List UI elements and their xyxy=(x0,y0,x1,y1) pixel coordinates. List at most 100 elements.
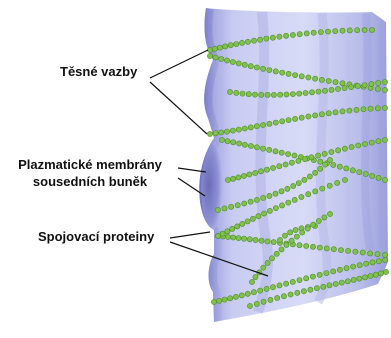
label-membranes-line2: sousedních buněk xyxy=(2,173,178,190)
protein-dot xyxy=(249,279,254,284)
protein-dot xyxy=(327,157,332,162)
protein-dot xyxy=(342,86,347,91)
protein-dot xyxy=(344,266,349,271)
protein-dot xyxy=(306,114,311,119)
protein-dot xyxy=(267,208,272,213)
protein-dot xyxy=(207,53,212,58)
protein-dot xyxy=(229,204,234,209)
protein-dot xyxy=(219,137,224,142)
protein-dot xyxy=(333,29,338,34)
protein-dot xyxy=(267,121,272,126)
protein-dot xyxy=(286,71,291,76)
protein-dot xyxy=(268,297,273,302)
protein-dot xyxy=(245,39,250,44)
protein-dot xyxy=(277,34,282,39)
protein-dot xyxy=(254,301,259,306)
protein-dot xyxy=(211,299,216,304)
protein-dot xyxy=(233,294,238,299)
protein-dot xyxy=(224,58,229,63)
protein-dot xyxy=(270,285,275,290)
protein-dot xyxy=(234,90,239,95)
protein-dot xyxy=(308,287,313,292)
protein-dot xyxy=(286,118,291,123)
protein-dot xyxy=(242,126,247,131)
protein-dot xyxy=(293,116,298,121)
protein-dot xyxy=(289,160,294,165)
protein-dot xyxy=(306,192,311,197)
protein-dot xyxy=(236,61,241,66)
protein-dot xyxy=(284,281,289,286)
protein-dot xyxy=(247,172,252,177)
protein-dot xyxy=(231,235,236,240)
protein-dot xyxy=(349,144,354,149)
protein-dot xyxy=(355,84,360,89)
protein-dot xyxy=(342,146,347,151)
protein-dot xyxy=(363,171,368,176)
protein-dot xyxy=(292,197,297,202)
protein-dot xyxy=(248,143,253,148)
protein-dot xyxy=(370,260,375,265)
protein-dot xyxy=(247,303,252,308)
protein-dot xyxy=(344,166,349,171)
protein-dot xyxy=(347,28,352,33)
protein-dot xyxy=(258,288,263,293)
protein-dot xyxy=(283,162,288,167)
protein-dot xyxy=(350,168,355,173)
protein-dot xyxy=(302,177,307,182)
protein-dot xyxy=(284,92,289,97)
protein-dot xyxy=(228,296,233,301)
protein-dot xyxy=(273,120,278,125)
protein-dot xyxy=(357,276,362,281)
protein-dot xyxy=(267,193,272,198)
protein-dot xyxy=(327,183,332,188)
leader-line xyxy=(150,50,208,78)
protein-dot xyxy=(245,291,250,296)
protein-dot xyxy=(222,206,227,211)
protein-dot xyxy=(236,236,241,241)
protein-dot xyxy=(361,107,366,112)
protein-dot xyxy=(369,140,374,145)
protein-dot xyxy=(313,76,318,81)
protein-dot xyxy=(382,257,387,262)
protein-dot xyxy=(296,181,301,186)
protein-dot xyxy=(376,259,381,264)
protein-dot xyxy=(304,243,309,248)
protein-dot xyxy=(309,155,314,160)
protein-dot xyxy=(248,199,253,204)
protein-dot xyxy=(382,105,387,110)
protein-dot xyxy=(254,65,259,70)
protein-dot xyxy=(261,195,266,200)
protein-dot xyxy=(331,162,336,167)
protein-dot xyxy=(336,148,341,153)
protein-dot xyxy=(311,30,316,35)
protein-dot xyxy=(273,191,278,196)
protein-dot xyxy=(375,252,380,257)
protein-dot xyxy=(316,218,321,223)
protein-dot xyxy=(356,143,361,148)
protein-dot xyxy=(337,164,342,169)
protein-dot xyxy=(318,29,323,34)
protein-dot xyxy=(376,175,381,180)
protein-dot xyxy=(219,56,224,61)
protein-dot xyxy=(253,275,258,280)
protein-dot xyxy=(235,203,240,208)
protein-dot xyxy=(264,167,269,172)
protein-dot xyxy=(313,113,318,118)
protein-dot xyxy=(304,276,309,281)
protein-dot xyxy=(304,31,309,36)
protein-dot xyxy=(279,247,284,252)
protein-dot xyxy=(297,278,302,283)
protein-dot xyxy=(331,269,336,274)
protein-dot xyxy=(310,274,315,279)
protein-dot xyxy=(373,272,378,277)
protein-dot xyxy=(265,239,270,244)
protein-dot xyxy=(265,92,270,97)
protein-dot xyxy=(256,214,261,219)
protein-dot xyxy=(323,162,328,167)
protein-dot xyxy=(296,158,301,163)
protein-dot xyxy=(318,166,323,171)
protein-dot xyxy=(280,70,285,75)
protein-dot xyxy=(353,249,358,254)
protein-dot xyxy=(297,32,302,37)
protein-dot xyxy=(286,200,291,205)
